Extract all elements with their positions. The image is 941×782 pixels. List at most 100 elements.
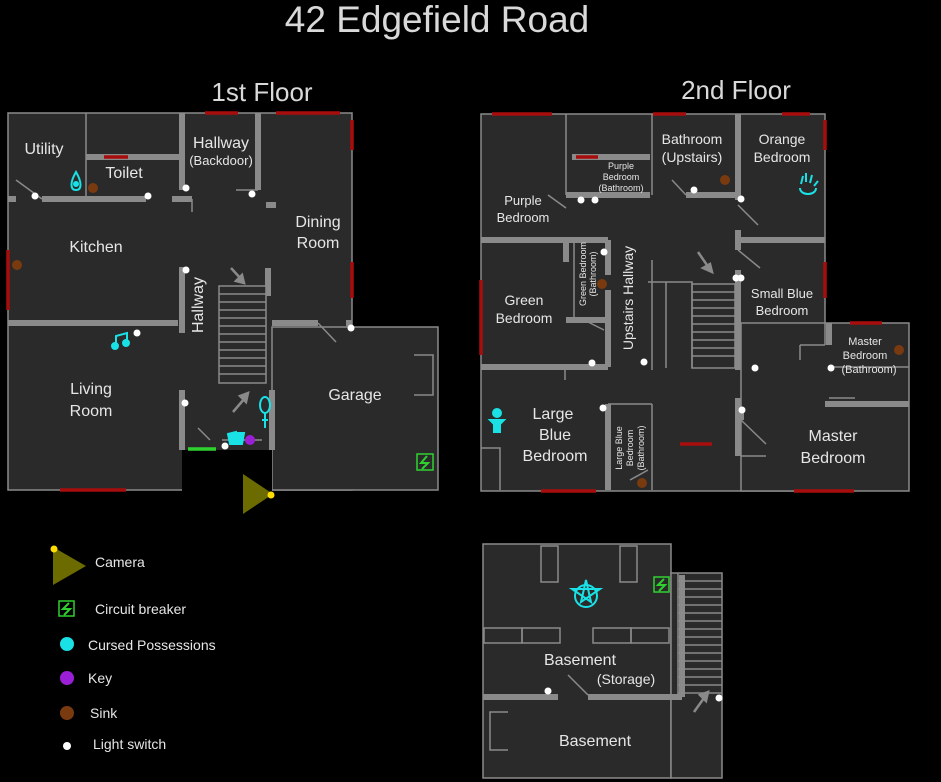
room-purple-bath-3: (Bathroom) (598, 183, 643, 193)
camera-icon (53, 547, 86, 585)
room-green-bath-2: (Bathroom) (588, 251, 598, 296)
room-kitchen: Kitchen (69, 239, 122, 256)
room-master-bedroom: Master (809, 428, 859, 445)
first-floor-stairs (218, 285, 267, 384)
room-utility: Utility (24, 141, 63, 158)
light-switch-icon (182, 184, 190, 192)
sink-icon (894, 345, 904, 355)
light-switch-icon (591, 196, 599, 204)
legend-key: Key (60, 670, 112, 686)
room-bathroom-upstairs: Bathroom (662, 131, 723, 147)
map-title: 42 Edgefield Road (285, 0, 589, 40)
arrow-up-icon-1 (232, 391, 250, 413)
arrow-down-icon-2 (696, 251, 714, 275)
sink-icon (637, 478, 647, 488)
room-purple-bath-2: Bedroom (603, 172, 640, 182)
basement-floor: Basement (Storage) Basement (482, 543, 723, 779)
room-bathroom-upstairs-2: (Upstairs) (662, 149, 723, 165)
room-large-blue-3: Bedroom (523, 448, 588, 465)
room-dining-2: Room (297, 235, 340, 252)
light-switch-icon (732, 274, 740, 282)
room-purple-bath: Purple (608, 161, 634, 171)
music-box-icon (111, 331, 130, 350)
cursed-possession-icon (60, 637, 74, 651)
room-purple-bedroom-2: Bedroom (497, 210, 550, 225)
room-basement-storage: Basement (544, 652, 617, 669)
legend-label-cursed: Cursed Possessions (88, 637, 216, 653)
room-large-blue: Large (533, 406, 574, 423)
pentagram-icon (568, 579, 604, 608)
room-master-bath-3: (Bathroom) (841, 364, 896, 376)
light-switch-icon (600, 248, 608, 256)
legend: Camera Circuit breaker Cursed Possession… (50, 545, 216, 752)
light-switch-icon (221, 442, 229, 450)
light-switch-icon (737, 274, 745, 282)
second-floor-stairs (648, 281, 736, 369)
sink-icon (597, 279, 607, 289)
legend-label-camera: Camera (95, 554, 145, 570)
room-master-bath: Master (848, 336, 882, 348)
room-hallway-backdoor: Hallway (193, 135, 249, 152)
room-master-bedroom-2: Bedroom (801, 450, 866, 467)
room-green-bath: Green Bedroom (578, 242, 588, 306)
room-orange-bedroom: Orange (759, 131, 806, 147)
light-switches (31, 184, 835, 702)
tarot-cards-icon (226, 430, 246, 445)
second-floor-thin-walls (481, 114, 909, 490)
legend-circuit-breaker: Circuit breaker (58, 600, 186, 617)
light-switch-icon (588, 359, 596, 367)
room-large-blue-2: Blue (539, 427, 571, 444)
room-upstairs-hallway: Upstairs Hallway (620, 246, 636, 350)
first-floor-labels: Utility Toilet Hallway (Backdoor) Dining… (24, 135, 381, 420)
sinks (12, 175, 904, 488)
haunted-mirror-icon (799, 173, 819, 195)
sink-icon (60, 706, 74, 720)
garage-room (271, 326, 439, 491)
room-dining: Dining (295, 214, 340, 231)
light-switch-icon (738, 406, 746, 414)
room-hallway-backdoor-sub: (Backdoor) (189, 153, 253, 168)
room-master-bath-2: Bedroom (843, 350, 888, 362)
room-green-bedroom-2: Bedroom (496, 310, 553, 326)
legend-camera: Camera (50, 545, 145, 585)
room-orange-bedroom-2: Bedroom (754, 149, 811, 165)
camera-icon (243, 474, 275, 514)
light-switch-icon (640, 358, 648, 366)
room-small-blue: Small Blue (751, 286, 813, 301)
light-switch-icon (133, 329, 141, 337)
room-basement-storage-2: (Storage) (597, 671, 655, 687)
circuit-breaker-icon (653, 576, 670, 593)
room-toilet: Toilet (105, 165, 143, 182)
room-lb-bath-3: (Bathroom) (636, 425, 646, 470)
second-floor-title: 2nd Floor (681, 75, 791, 105)
sink-icon (720, 175, 730, 185)
sink-icon (12, 260, 22, 270)
light-switch-icon (690, 186, 698, 194)
light-switch-icon (181, 399, 189, 407)
legend-label-sink: Sink (90, 705, 118, 721)
cursed-possessions (70, 170, 819, 608)
light-switch-icon (144, 192, 152, 200)
summoning-circle-icon (70, 170, 82, 192)
key-icon (245, 435, 255, 445)
first-floor-doors (6, 111, 354, 492)
voodoo-doll-icon (487, 408, 507, 433)
legend-label-circuit-breaker: Circuit breaker (95, 601, 186, 617)
circuit-breaker-icon (416, 453, 434, 471)
light-switch-icon (347, 324, 355, 332)
light-switch-icon (248, 190, 256, 198)
room-living-2: Room (70, 403, 113, 420)
light-switch-icon (31, 192, 39, 200)
light-switch-icon (63, 742, 71, 750)
room-small-blue-2: Bedroom (756, 303, 809, 318)
arrow-down-icon-1 (230, 267, 246, 285)
light-switch-icon (182, 266, 190, 274)
legend-cursed-possessions: Cursed Possessions (60, 637, 216, 653)
light-switch-icon (599, 404, 607, 412)
circuit-breaker-icon (58, 600, 75, 617)
second-floor-labels: Purple Bedroom Purple Bedroom (Bathroom)… (496, 131, 897, 471)
stair-arrows (230, 251, 714, 713)
light-switch-icon (827, 364, 835, 372)
arrow-up-icon-2 (692, 690, 710, 713)
